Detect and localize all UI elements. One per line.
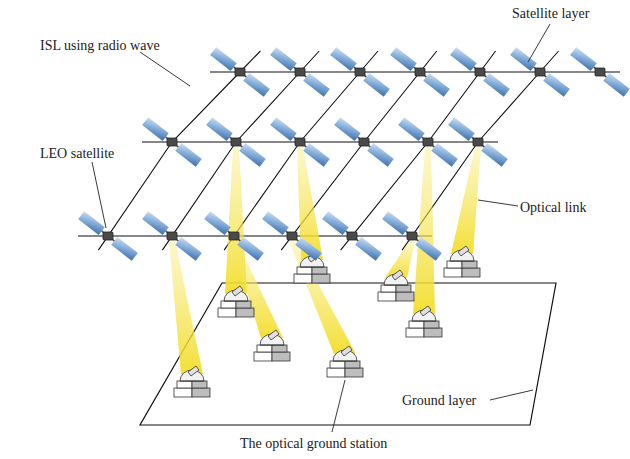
leo-satellite xyxy=(334,117,394,167)
leo-satellite xyxy=(450,47,510,97)
ground-station xyxy=(218,286,254,317)
leo-satellite xyxy=(570,47,630,97)
leo-satellite xyxy=(390,47,450,97)
leader-lines xyxy=(92,24,550,432)
optical-beam xyxy=(169,241,203,374)
satellite-label: LEO satellite xyxy=(40,146,114,161)
ground-station xyxy=(327,346,363,377)
optical-beam xyxy=(451,147,481,254)
layer-label: Ground layer xyxy=(402,393,476,408)
ground-station xyxy=(174,366,210,397)
leader-line xyxy=(478,200,518,206)
isl-line xyxy=(78,235,432,236)
leo-satellite xyxy=(330,47,390,97)
link-label: Optical link xyxy=(520,200,587,215)
leo-satellite xyxy=(382,211,442,261)
optical-beams xyxy=(169,147,481,374)
leo-satellite xyxy=(78,211,138,261)
ground-plane xyxy=(140,283,556,425)
leader-line xyxy=(92,162,106,228)
leo-satellite xyxy=(262,211,322,261)
ground-station xyxy=(406,306,442,337)
leo-satellite xyxy=(204,211,264,261)
leader-line xyxy=(490,390,533,400)
leo-satellite xyxy=(142,211,202,261)
leo-satellite xyxy=(206,117,266,167)
leo-satellite xyxy=(270,117,330,167)
leo-satellite xyxy=(270,47,330,97)
leader-line xyxy=(140,52,190,86)
leader-line xyxy=(528,24,550,62)
ground-stations xyxy=(174,246,480,397)
optical-beam xyxy=(413,147,435,314)
leo-satellite xyxy=(142,117,202,167)
leo-satellite xyxy=(510,47,570,97)
isl-line xyxy=(142,141,498,142)
isl-label: ISL using radio wave xyxy=(40,38,160,53)
leo-satellite xyxy=(322,211,382,261)
leo-satellite xyxy=(210,47,270,97)
station-label: The optical ground station xyxy=(240,436,387,451)
optical-beam xyxy=(289,241,356,354)
ground-station xyxy=(444,246,480,277)
ground-station xyxy=(254,330,290,361)
ground-station xyxy=(378,270,414,301)
layer-label: Satellite layer xyxy=(512,6,589,21)
satellites xyxy=(78,47,630,261)
leader-line xyxy=(332,380,345,432)
leo-satellite xyxy=(448,117,508,167)
